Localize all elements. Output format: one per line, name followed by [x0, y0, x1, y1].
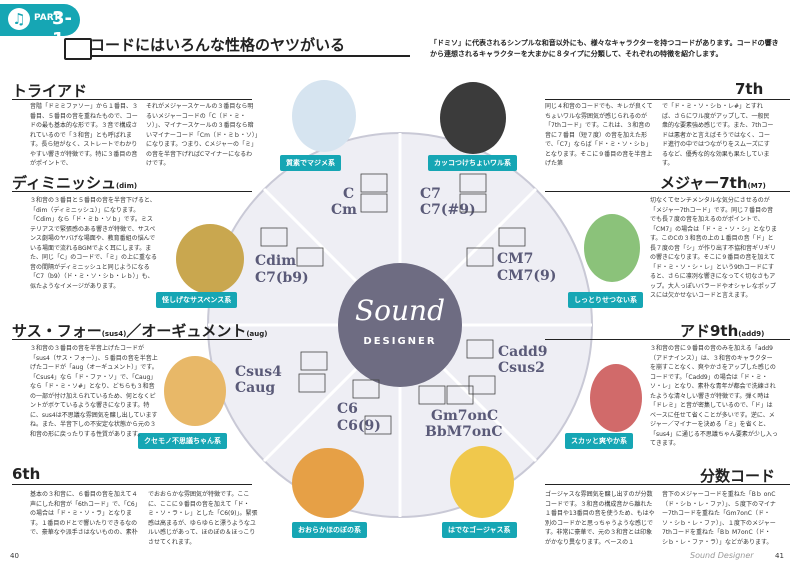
section-body-slash-2: 音下のメジャーコードを重ねた「Bｂ onC（ド・シｂ・レ・ファ）」、５度下のマイ…	[662, 491, 776, 546]
section-body-add9: ３和音の音に９番目の音のみを加える「add9（アドナインス）」は、３和音のキャラ…	[650, 345, 778, 447]
book-icon	[64, 38, 92, 60]
footer-brand: Sound Designer	[690, 551, 754, 560]
chord-diagrams	[260, 173, 526, 435]
chord-name: C6	[337, 401, 358, 417]
page-title: コードにはいろんな性格のヤツがいる	[90, 36, 346, 54]
section-tag-dim: (dim)	[115, 182, 138, 190]
wheel-hub	[338, 263, 462, 387]
section-title-sus-text: サス・フォー	[12, 322, 102, 340]
section-body-dim: ３和音の３番目と５番目の音を半音下げると、「dim（ディミニッシュ）」になります…	[30, 197, 157, 290]
section-tag-sus: (sus4)	[101, 330, 127, 338]
section-body-sixth: 基本の３和音に、６番目の音を加えて４声にした和音が「6thコード」で、「C6」の…	[30, 491, 141, 536]
character-triad	[292, 80, 356, 152]
label-sus: クセモノ不思議ちゃん系	[138, 433, 227, 449]
chord-name: Cadd9	[498, 344, 548, 360]
part-badge: ♫ PART 3-1	[0, 4, 80, 50]
section-underline	[545, 99, 790, 100]
chord-name: C6(9)	[337, 418, 381, 434]
section-title-aug-text: オーギュメント	[141, 322, 247, 340]
chord-name: Csus2	[498, 360, 545, 376]
section-title-slash: 分数コード	[700, 467, 776, 485]
page-number-right: 41	[775, 552, 784, 560]
section-title-triad: トライアド	[12, 82, 88, 100]
label-add9: スカッと爽やか系	[565, 433, 633, 449]
title-underline	[90, 55, 410, 57]
section-underline	[12, 484, 252, 485]
part-number: 3-1	[52, 8, 72, 50]
chord-name: Cdim	[255, 253, 296, 269]
section-title-dim-text: ディミニッシュ	[12, 174, 116, 192]
chord-name: C7(#9)	[420, 202, 476, 218]
section-body-maj7: 切なくてセンチメンタルな気分にさせるのが「メジャー7thコード」です。同じ７番目…	[650, 197, 778, 299]
section-title-seventh: 7th	[735, 80, 764, 98]
music-note-icon: ♫	[8, 8, 30, 30]
section-body-sixth-2: でおおらかな雰囲気が特徴です。ここに、ここに９番目の音を加えて「ド・ミ・ソ・ラ・…	[148, 491, 258, 546]
section-title-add9: アド9th(add9)	[680, 320, 764, 341]
character-slash	[450, 446, 514, 518]
section-title-add9-text: アド9th	[680, 322, 739, 340]
logo-designer: DESIGNER	[363, 336, 436, 347]
label-maj7: しっとりせつない系	[568, 292, 643, 308]
section-underline	[545, 191, 790, 192]
chord-name: C7(b9)	[255, 270, 309, 286]
section-tag-add9: (add9)	[738, 330, 765, 338]
section-body-seventh-2: で「ド・ミ・ソ・シｂ・レ#」とすれば、さらにワル度がアップして、一般民衆的な要素…	[662, 103, 774, 167]
section-body-slash: ゴージャスな雰囲気を醸し出すのが分数コードです。３和音の構成音から離れた１番目や…	[545, 491, 655, 546]
chord-name: C	[343, 186, 354, 202]
label-sixth: おおらかほのぼの系	[292, 522, 367, 538]
section-title-maj7: メジャー7th(M7)	[660, 172, 766, 193]
chord-name: Csus4	[235, 364, 282, 380]
character-dim	[176, 224, 244, 294]
chord-name: Caug	[235, 380, 275, 396]
label-dim: 怪しげなサスペンス系	[156, 292, 238, 308]
chord-wheel: Sound DESIGNER C Cm C7 C7(#9) Cdim C7(b9…	[207, 132, 593, 518]
character-seventh	[440, 82, 506, 154]
page-number-left: 40	[10, 552, 19, 560]
chord-name: Gm7onC	[431, 408, 498, 424]
label-slash: はでなゴージャス系	[442, 522, 517, 538]
chord-name: CM7	[497, 251, 533, 267]
label-triad: 質素でマジメ系	[280, 155, 341, 171]
section-body-seventh: 同じ４和音のコードでも、キレが良くてちょいワルな雰囲気が感じられるのが「7thコ…	[545, 103, 653, 167]
character-sixth	[292, 448, 364, 518]
section-title-sus: サス・フォー(sus4)／オーギュメント(aug)	[12, 322, 268, 340]
section-tag-aug: (aug)	[246, 330, 268, 338]
section-title-sixth: 6th	[12, 465, 41, 483]
section-title-dim: ディミニッシュ(dim)	[12, 172, 137, 193]
section-tag-maj7: (M7)	[747, 182, 766, 190]
section-title-maj7-text: メジャー7th	[660, 174, 748, 192]
section-body-triad-2: それがメジャースケールの３番目なら明るいメジャーコードの「C（ド・ミ・ソ）」、マ…	[146, 103, 258, 167]
label-seventh: カッコつけちょいワル系	[428, 155, 517, 171]
intro-text: 「ドミソ」に代表されるシンプルな和音以外にも、様々なキャラクターを持つコードがあ…	[430, 39, 779, 58]
section-underline	[12, 99, 252, 100]
section-underline	[12, 339, 252, 340]
chord-name: CM7(9)	[497, 268, 556, 284]
chord-name: BbM7onC	[425, 424, 503, 440]
chord-name: Cm	[331, 202, 357, 218]
character-add9	[590, 364, 642, 432]
section-underline	[545, 484, 790, 485]
section-underline	[545, 339, 790, 340]
section-body-sus: ３和音の３番目の音を半音上げたコードが「sus4（サス・フォー）」、５番目の音を…	[30, 345, 158, 438]
character-sus	[164, 356, 226, 426]
part-label: PART	[34, 13, 60, 23]
chord-name: C7	[420, 186, 441, 202]
section-underline	[12, 191, 252, 192]
character-maj7	[584, 214, 640, 282]
section-body-triad: 音階「ドミミファソー」から１番目、３番目、５番目の音を重ねたもので、コードの最も…	[30, 103, 139, 167]
logo-sound: Sound	[355, 294, 445, 327]
